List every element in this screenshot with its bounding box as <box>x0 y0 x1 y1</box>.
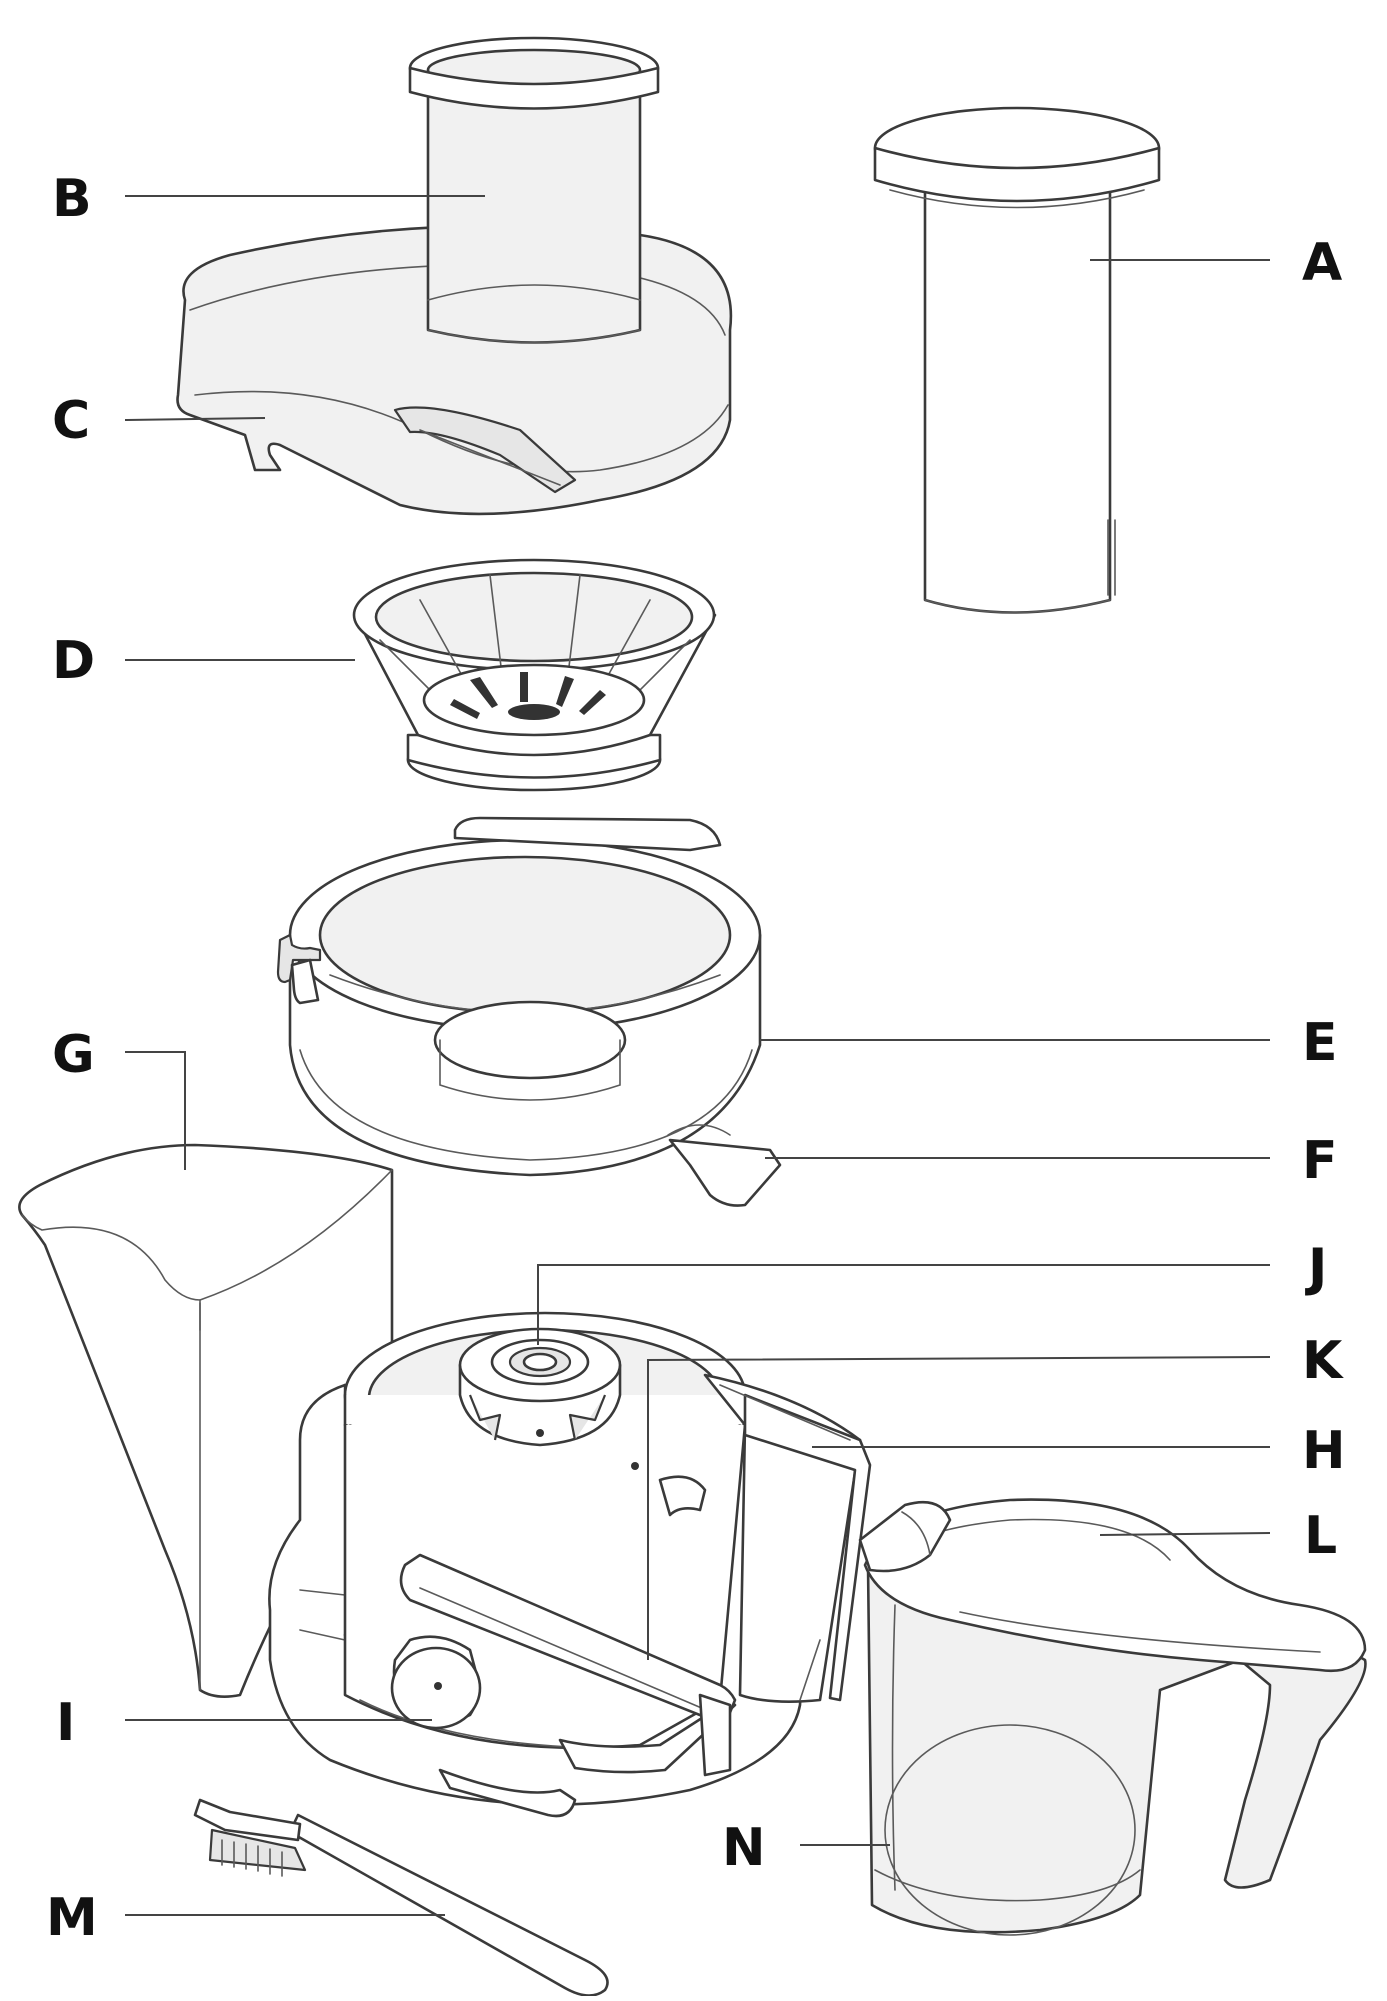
label-e: E <box>1302 1013 1338 1073</box>
label-a: A <box>1302 233 1342 293</box>
label-j: J <box>1305 1238 1327 1298</box>
label-n: N <box>722 1818 766 1878</box>
label-b: B <box>52 169 92 229</box>
label-k: K <box>1302 1331 1344 1391</box>
part-e-juice-collector <box>278 818 780 1206</box>
label-c: C <box>52 391 90 451</box>
part-m-cleaning-brush <box>195 1800 608 1996</box>
label-h: H <box>1302 1421 1346 1481</box>
part-b-feeding-tube <box>410 38 658 343</box>
part-a-food-pusher <box>875 108 1159 613</box>
label-g: G <box>52 1025 95 1085</box>
part-i-control-knob <box>392 1637 480 1728</box>
label-l: L <box>1304 1506 1337 1566</box>
label-f: F <box>1302 1131 1338 1191</box>
label-d: D <box>52 631 95 691</box>
part-d-filter <box>354 560 715 790</box>
label-m: M <box>46 1888 98 1948</box>
label-i: I <box>56 1693 75 1753</box>
